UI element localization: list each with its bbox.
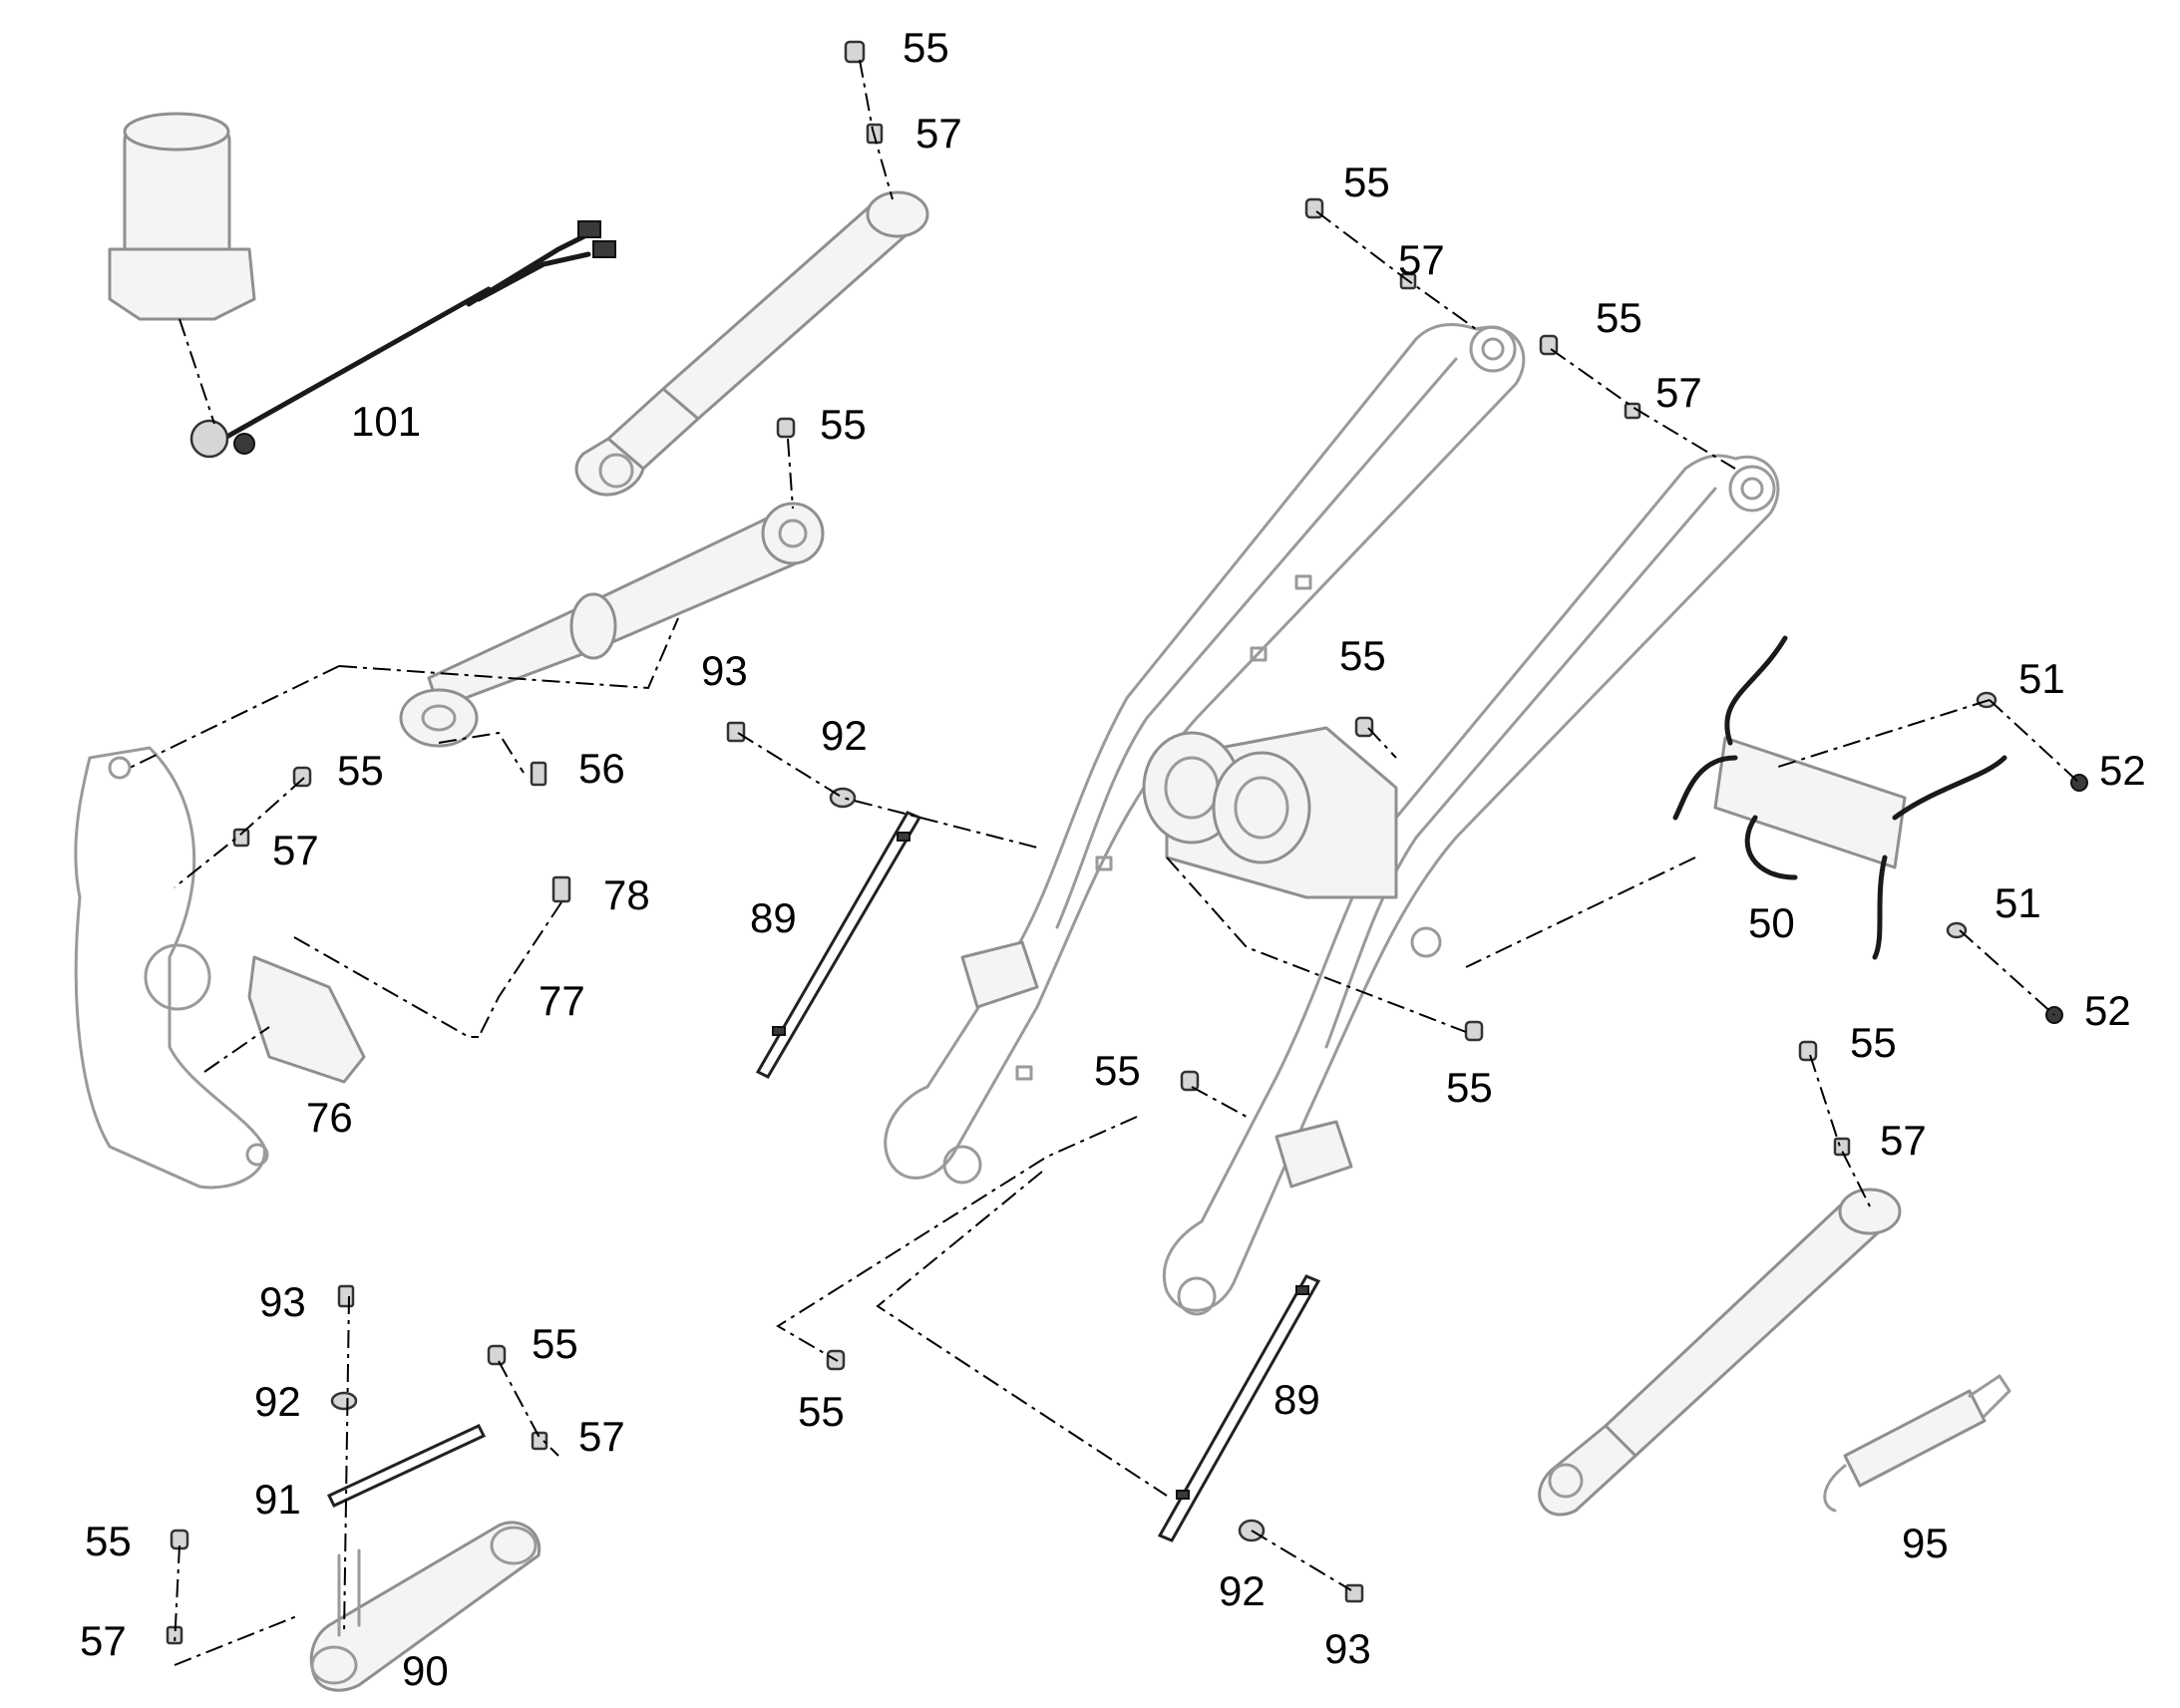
callout-93: 93: [259, 1278, 306, 1325]
hydraulic-cylinder-lower: [1538, 1188, 1902, 1517]
callout-55: 55: [1446, 1064, 1493, 1111]
callout-77: 77: [539, 977, 585, 1024]
callout-57: 57: [915, 110, 962, 157]
callout-50: 50: [1748, 899, 1795, 946]
callout-labels: 55 57 101 55 55 57 55 57 55 55 57 56 93 …: [80, 24, 2146, 1694]
callout-51: 51: [1995, 879, 2041, 926]
lower-link-assembly: [309, 1424, 542, 1692]
callout-92: 92: [821, 712, 868, 759]
callout-92: 92: [1219, 1567, 1266, 1614]
pin-rods: [755, 811, 1321, 1542]
callout-93: 93: [701, 647, 748, 694]
callout-52: 52: [2084, 987, 2131, 1034]
callout-56: 56: [578, 745, 625, 792]
callout-57: 57: [272, 827, 319, 873]
callout-55: 55: [820, 401, 867, 448]
callout-57: 57: [80, 1617, 127, 1664]
loader-arm-frame: [884, 323, 1780, 1316]
callout-55: 55: [1094, 1047, 1141, 1094]
callout-55: 55: [1339, 632, 1386, 679]
callout-101: 101: [351, 398, 421, 445]
callout-57: 57: [1655, 369, 1702, 416]
tilt-cylinder: [399, 502, 825, 748]
callout-55: 55: [1850, 1019, 1897, 1066]
hydraulic-cylinder-upper: [574, 190, 929, 497]
callout-93: 93: [1324, 1625, 1371, 1672]
bucket-mount-bracket: [74, 746, 366, 1190]
callout-55: 55: [1596, 294, 1642, 341]
callout-55: 55: [1343, 159, 1390, 205]
callout-76: 76: [306, 1094, 353, 1141]
callout-52: 52: [2099, 747, 2146, 794]
callout-89: 89: [1273, 1376, 1320, 1423]
grease-pump: [108, 112, 616, 459]
grease-gun: [1823, 1374, 2011, 1513]
callout-92: 92: [254, 1378, 301, 1425]
leader-lines: [129, 59, 2080, 1666]
callout-55: 55: [532, 1320, 578, 1367]
callout-57: 57: [1398, 236, 1445, 283]
wiring-harness: [1672, 635, 2007, 960]
callout-55: 55: [337, 747, 384, 794]
callout-57: 57: [578, 1413, 625, 1460]
callout-90: 90: [402, 1647, 449, 1694]
callout-55: 55: [85, 1518, 132, 1564]
hardware-fittings: [166, 40, 2088, 1645]
callout-78: 78: [603, 871, 650, 918]
callout-89: 89: [750, 894, 797, 941]
callout-95: 95: [1902, 1520, 1949, 1566]
callout-55: 55: [798, 1388, 845, 1435]
callout-55: 55: [903, 24, 949, 71]
callout-57: 57: [1880, 1117, 1927, 1164]
callout-51: 51: [2018, 655, 2065, 702]
callout-91: 91: [254, 1476, 301, 1523]
